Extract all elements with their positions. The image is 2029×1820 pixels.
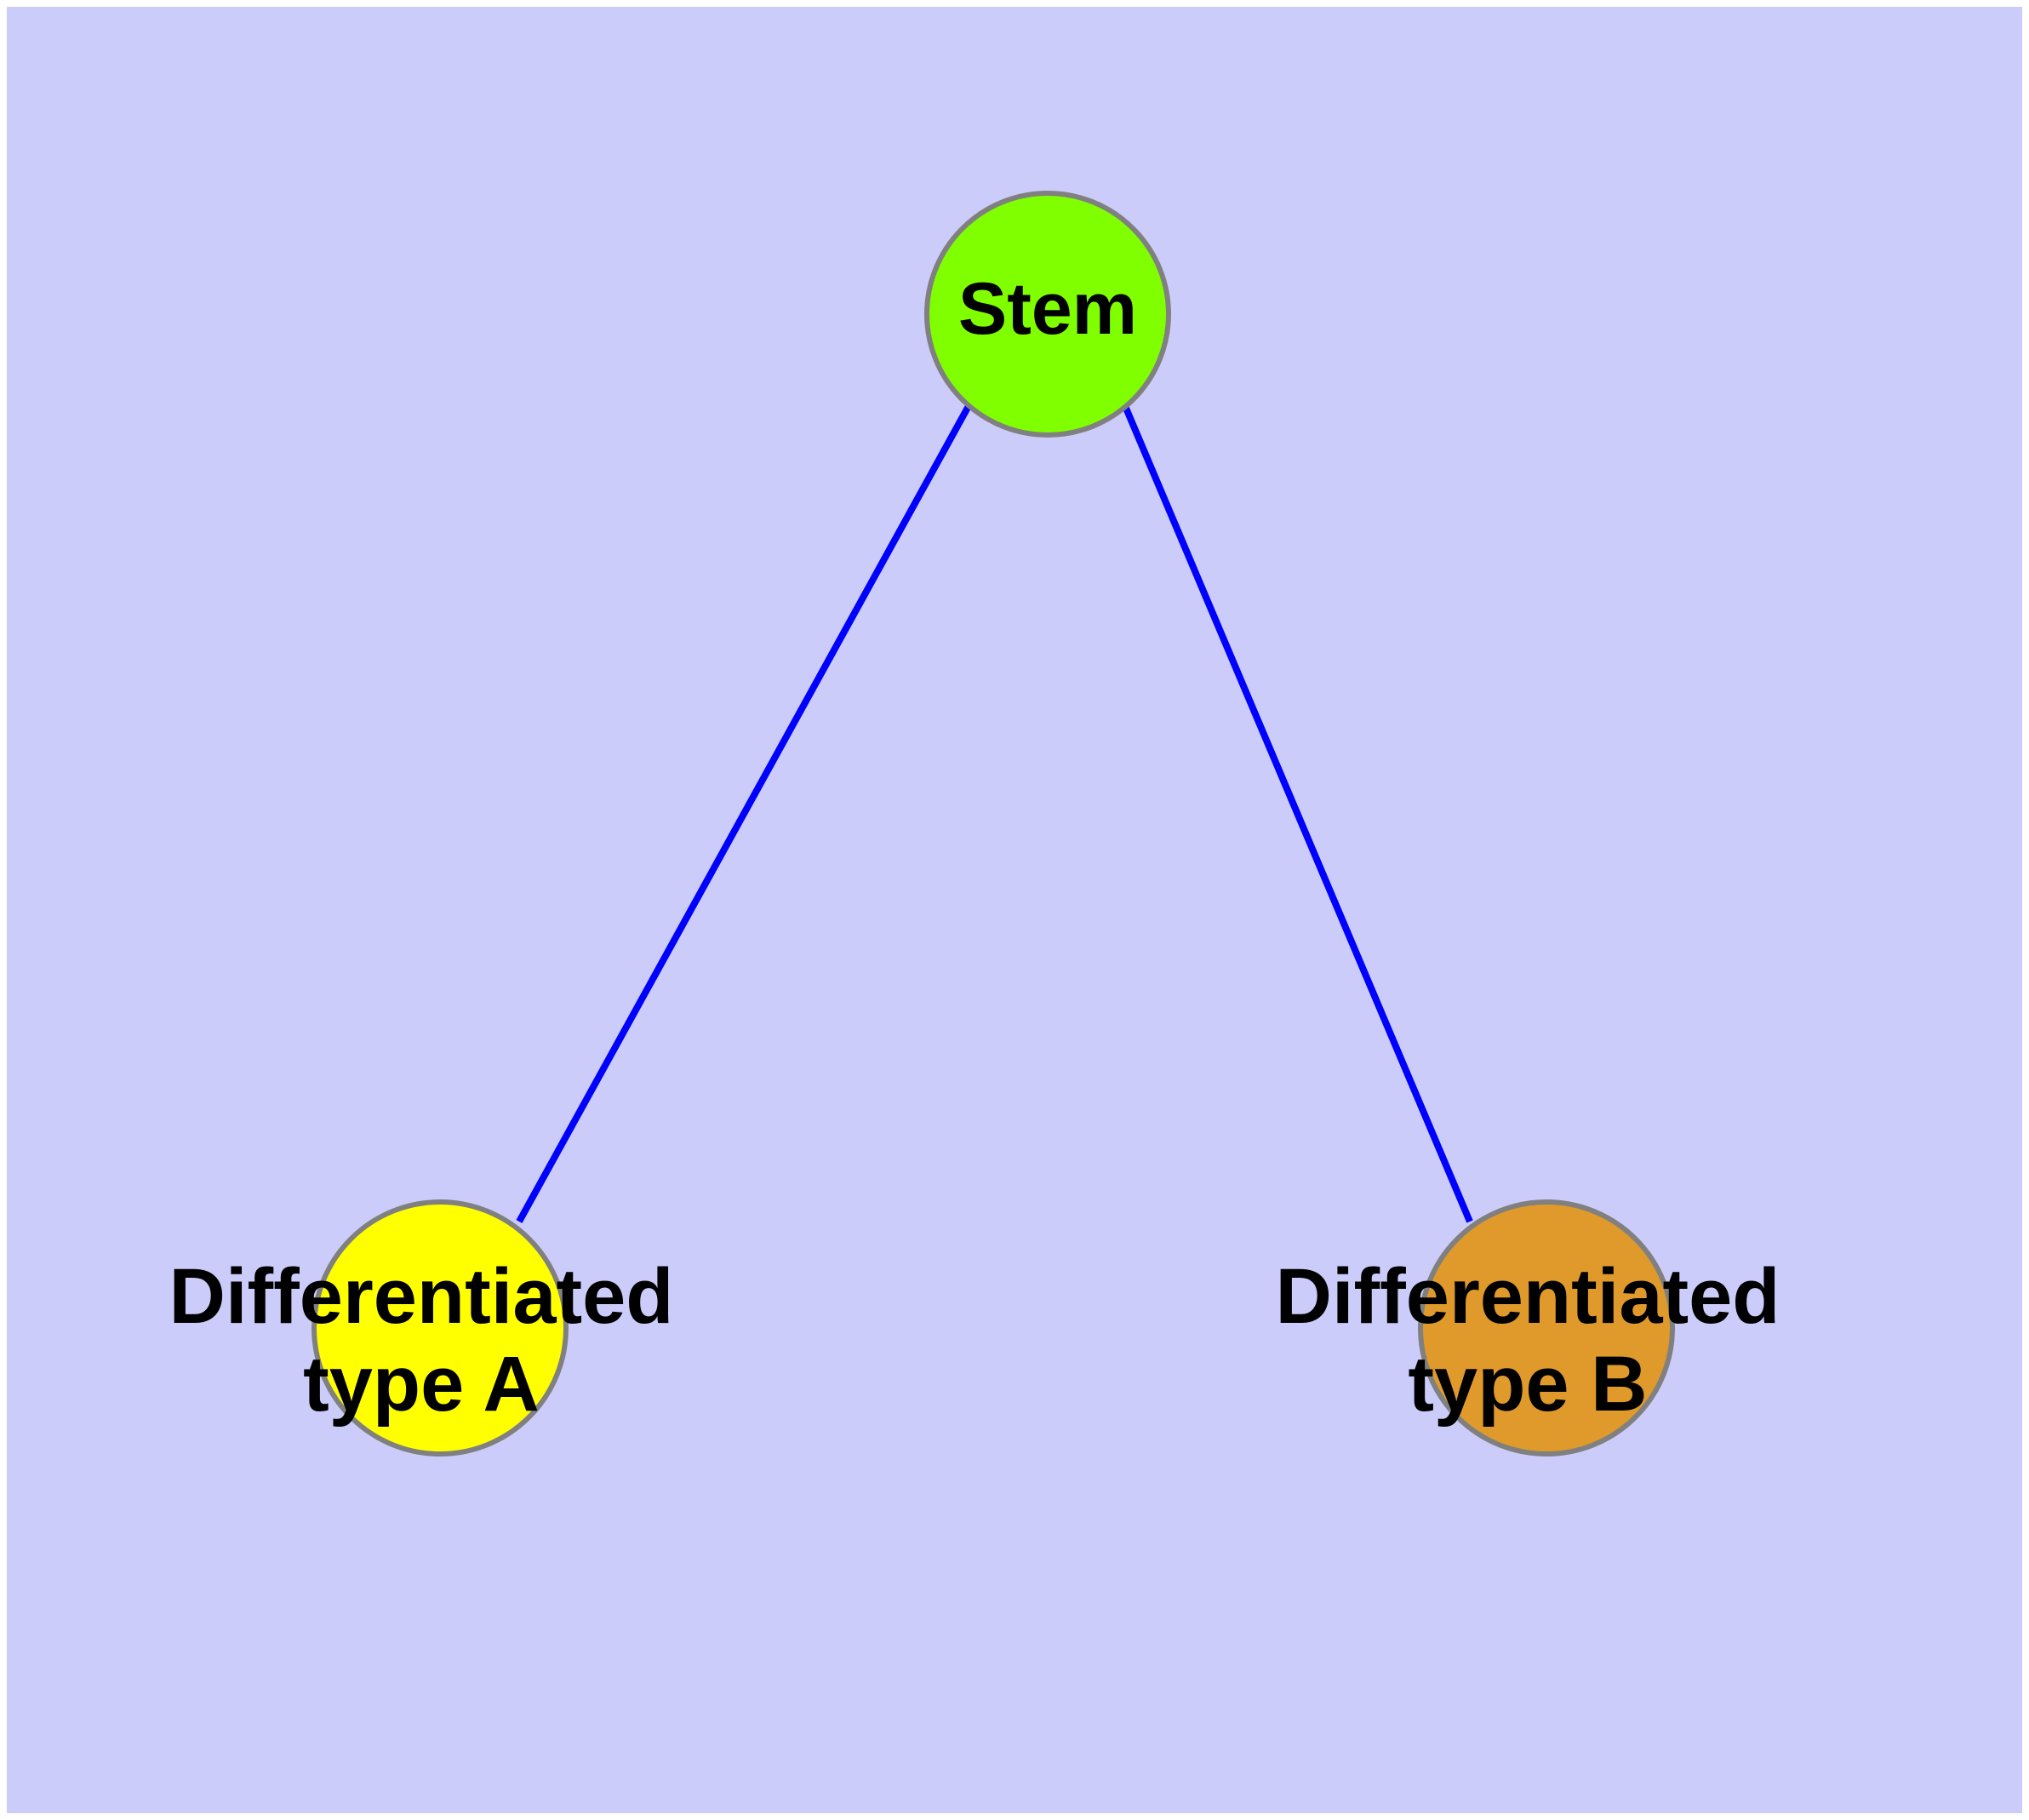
node-label-stem: Stem [958, 268, 1137, 350]
nodes-group [311, 191, 1675, 1457]
node-label-line: Differentiated [169, 1253, 674, 1340]
edges-group [516, 404, 1473, 1223]
node-label-line: Differentiated [1276, 1253, 1780, 1340]
node-label-line: Stem [958, 268, 1137, 350]
edge-stem-to-diff-a [516, 404, 972, 1223]
node-label-line: type B [1408, 1341, 1647, 1428]
node-diff_a[interactable] [311, 1199, 569, 1457]
node-stem[interactable] [924, 191, 1171, 438]
node-label-line: type A [303, 1341, 540, 1428]
node-diff_b[interactable] [1418, 1199, 1675, 1457]
edge-stem-to-diff-b [1122, 404, 1473, 1223]
